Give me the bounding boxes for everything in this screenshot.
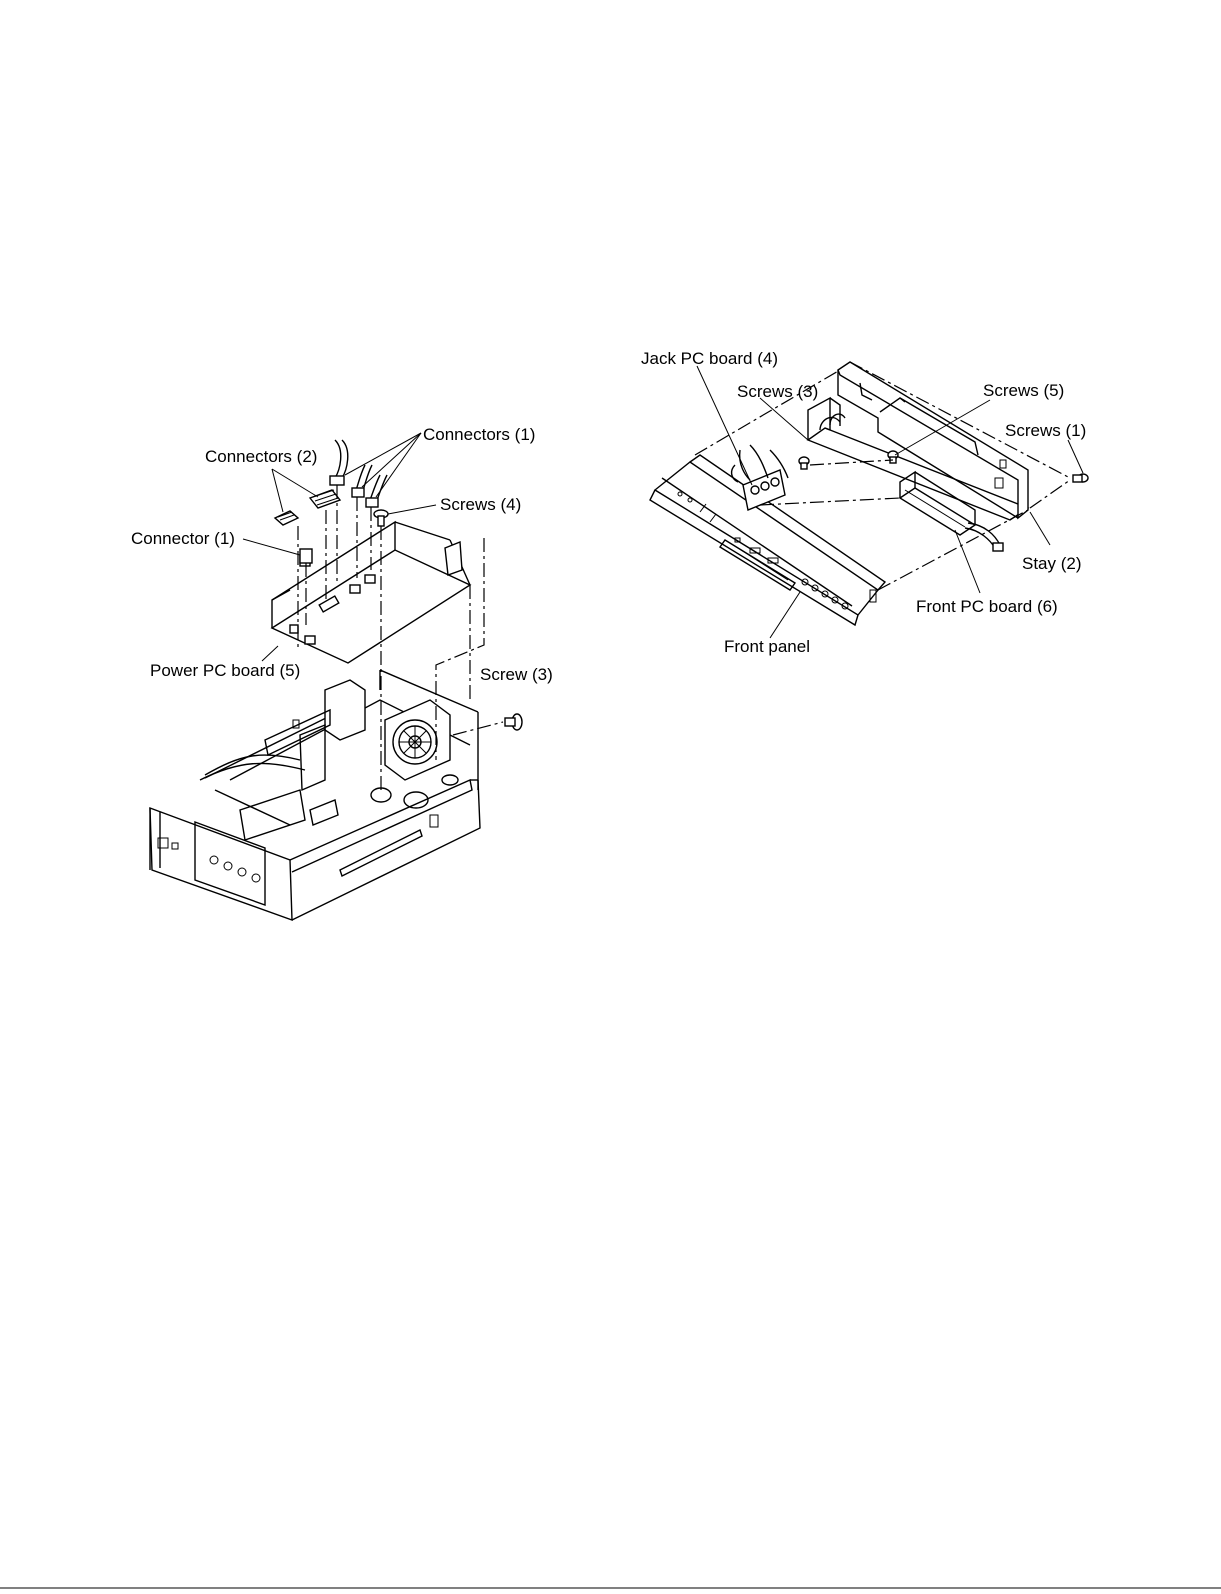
connectors-1-drawing [330,440,387,507]
left-figure: Connectors (1) Connectors (2) Screws (4)… [131,425,553,920]
label-connectors-1: Connectors (1) [423,425,535,444]
screws-3-icon [799,457,809,469]
label-screws-5: Screws (5) [983,381,1064,400]
screw-3-icon [505,714,522,730]
label-connectors-2: Connectors (2) [205,447,317,466]
connector-1-drawing [300,549,312,563]
label-stay-2: Stay (2) [1022,554,1082,573]
screws-5-icon [888,451,898,463]
label-jack-pc-board: Jack PC board (4) [641,349,778,368]
screw-4-icon [374,510,388,526]
label-screws-4: Screws (4) [440,495,521,514]
right-figure: Jack PC board (4) Screws (3) Screws (5) … [641,349,1088,656]
chassis-drawing [150,670,480,920]
screws-1-icon [1073,474,1088,482]
label-power-pc-board: Power PC board (5) [150,661,300,680]
label-screws-3: Screws (3) [737,382,818,401]
label-screws-1: Screws (1) [1005,421,1086,440]
label-connector-1: Connector (1) [131,529,235,548]
connectors-2-drawing [275,490,340,525]
label-front-panel: Front panel [724,637,810,656]
label-front-pc-board: Front PC board (6) [916,597,1058,616]
label-screw-3: Screw (3) [480,665,553,684]
